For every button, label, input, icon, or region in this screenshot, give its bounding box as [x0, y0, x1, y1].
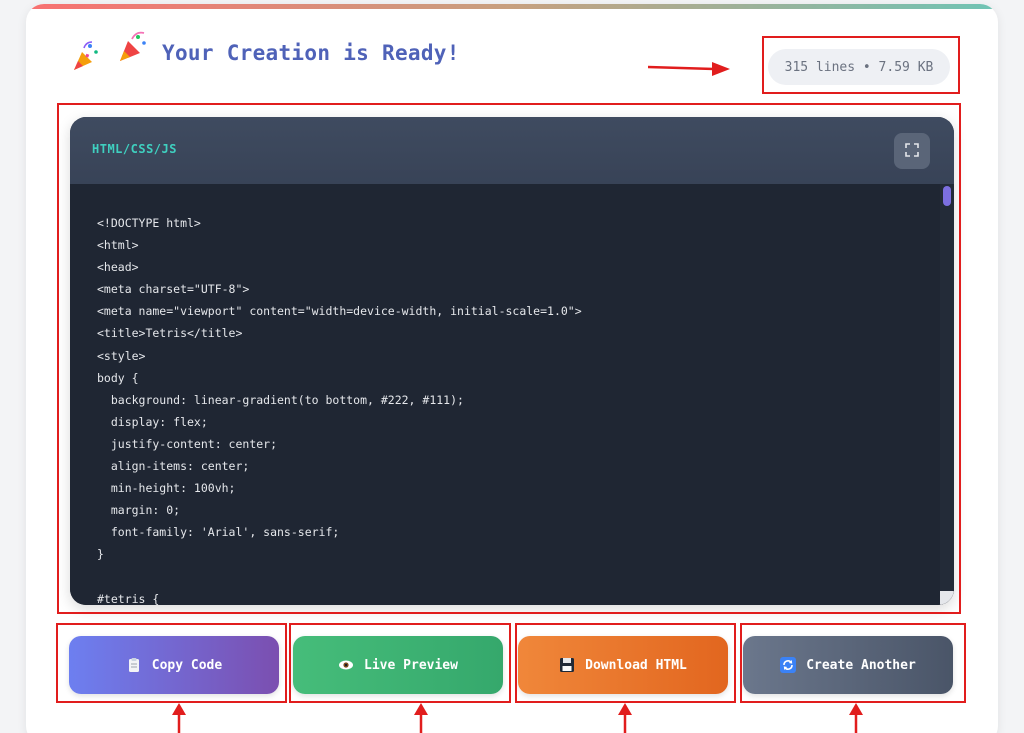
- code-line: align-items: center;: [97, 459, 250, 474]
- code-line: <!DOCTYPE html>: [97, 216, 201, 230]
- another-button-highlight-box: [740, 623, 966, 703]
- create-another-label: Create Another: [806, 657, 916, 673]
- code-textarea[interactable]: <!DOCTYPE html> <html> <head> <meta charset…: [70, 184, 954, 605]
- clipboard-icon: [126, 657, 142, 673]
- preview-arrow-icon: [414, 703, 428, 733]
- eye-icon: [338, 657, 354, 673]
- stats-arrow-icon: [648, 62, 730, 76]
- floppy-disk-icon: [559, 657, 575, 673]
- code-line: display: flex;: [97, 414, 208, 429]
- copy-code-button[interactable]: Copy Code: [69, 636, 279, 694]
- download-button-highlight-box: [515, 623, 736, 703]
- code-line: <meta charset="UTF-8">: [97, 282, 250, 297]
- refresh-icon: [780, 657, 797, 673]
- copy-arrow-icon: [172, 703, 186, 733]
- code-line: <title>Tetris</title>: [97, 326, 243, 341]
- code-line: <meta name="viewport" content="width=dev…: [97, 304, 582, 319]
- language-label: HTML/CSS/JS: [92, 142, 177, 156]
- expand-button[interactable]: [894, 133, 930, 169]
- download-html-label: Download HTML: [585, 657, 687, 673]
- another-arrow-icon: [849, 703, 863, 733]
- code-line: }: [97, 547, 104, 562]
- code-line: font-family: 'Arial', sans-serif;: [97, 525, 340, 540]
- code-line: min-height: 100vh;: [97, 481, 236, 496]
- page-header: Your Creation is Ready!: [70, 31, 460, 72]
- live-preview-button[interactable]: Live Preview: [293, 636, 503, 694]
- page-title: Your Creation is Ready!: [162, 41, 460, 65]
- code-stats-badge: 315 lines • 7.59 KB: [768, 49, 950, 85]
- code-line: justify-content: center;: [97, 436, 278, 451]
- scrollbar-thumb[interactable]: [943, 186, 951, 206]
- resize-handle[interactable]: [940, 591, 954, 605]
- code-line: margin: 0;: [97, 503, 181, 518]
- code-line: #tetris {: [97, 591, 160, 605]
- party-popper-icon: [114, 27, 152, 65]
- code-panel-header: HTML/CSS/JS: [70, 117, 954, 184]
- preview-button-highlight-box: [289, 623, 511, 703]
- code-line: <style>: [97, 348, 146, 363]
- code-line: <head>: [97, 260, 139, 275]
- code-panel-highlight-box: [57, 103, 961, 614]
- copy-button-highlight-box: [56, 623, 287, 703]
- scrollbar-track[interactable]: [940, 184, 954, 605]
- confetti-icon: [70, 34, 108, 72]
- expand-icon: [905, 142, 919, 161]
- copy-code-label: Copy Code: [151, 657, 223, 673]
- download-html-button[interactable]: Download HTML: [518, 636, 728, 694]
- code-line: background: linear-gradient(to bottom, #…: [97, 392, 464, 407]
- code-lines: <!DOCTYPE html> <html> <head> <meta charset…: [97, 212, 582, 605]
- code-panel: HTML/CSS/JS <!DOCTYPE html><html><head><…: [70, 117, 954, 605]
- live-preview-label: Live Preview: [364, 657, 458, 673]
- stats-highlight-box: [762, 36, 960, 94]
- card-accent-bar: [26, 4, 998, 9]
- download-arrow-icon: [618, 703, 632, 733]
- create-another-button[interactable]: Create Another: [743, 636, 953, 694]
- code-line: <html>: [97, 238, 139, 253]
- code-line: body {: [97, 370, 139, 385]
